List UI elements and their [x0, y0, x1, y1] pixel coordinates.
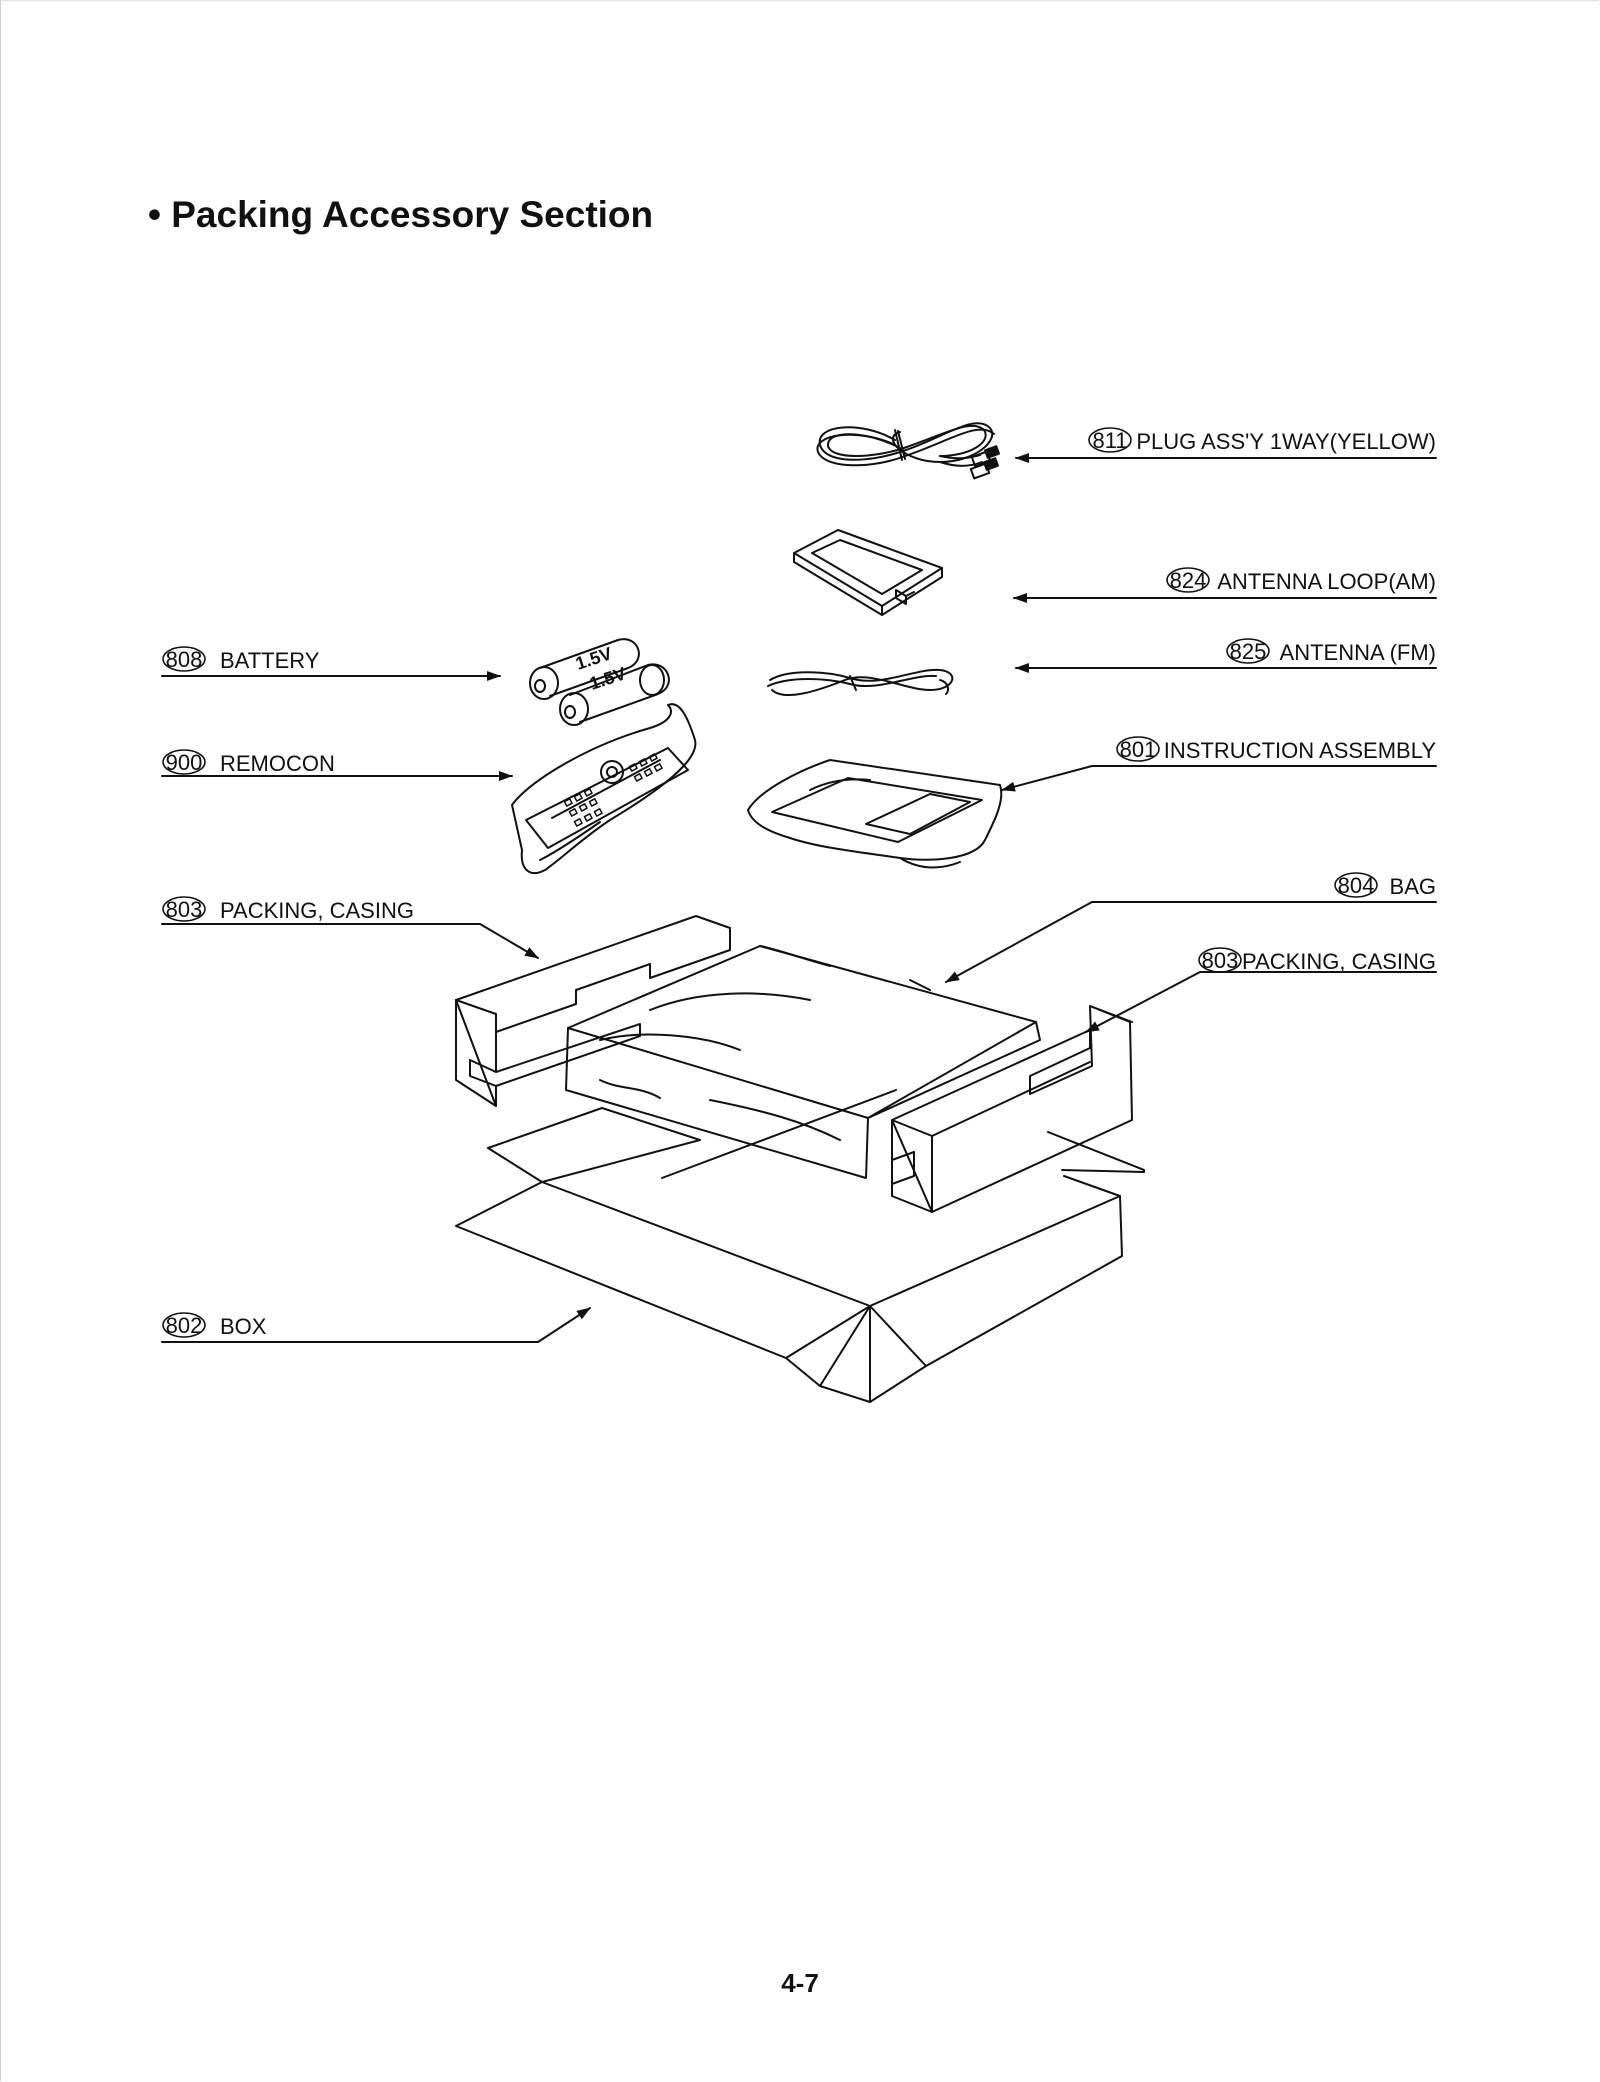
right-packing-casing-illustration — [891, 1005, 1133, 1213]
part-label-803-right: PACKING, CASING — [1242, 949, 1436, 974]
part-label-801: INSTRUCTION ASSEMBLY — [1164, 738, 1437, 763]
remote-control-illustration — [511, 703, 697, 875]
part-label-824: ANTENNA LOOP(AM) — [1217, 569, 1436, 594]
battery-illustration — [529, 638, 670, 726]
part-number-900: 900 — [166, 750, 203, 775]
callout-808: 808 BATTERY — [162, 646, 320, 673]
part-number-808: 808 — [166, 647, 203, 672]
box-illustration — [455, 1089, 1145, 1403]
callout-811: 811 PLUG ASS'Y 1WAY(YELLOW) — [1088, 427, 1436, 454]
part-number-824: 824 — [1170, 568, 1207, 593]
am-loop-antenna-illustration — [793, 529, 943, 616]
callout-803-right: 803 PACKING, CASING — [1198, 947, 1436, 974]
part-number-803-right: 803 — [1202, 948, 1239, 973]
callout-802: 802 BOX — [162, 1312, 267, 1339]
callout-801: 801 INSTRUCTION ASSEMBLY — [1116, 736, 1437, 763]
part-label-802: BOX — [220, 1314, 267, 1339]
part-number-803-left: 803 — [166, 897, 203, 922]
part-number-825: 825 — [1230, 639, 1267, 664]
part-label-803-left: PACKING, CASING — [220, 898, 414, 923]
plug-assy-illustration — [816, 422, 1001, 480]
callout-803-left: 803 PACKING, CASING — [162, 896, 414, 923]
section-title: • Packing Accessory Section — [148, 194, 654, 235]
part-label-900: REMOCON — [220, 751, 335, 776]
left-packing-casing-illustration — [455, 915, 731, 1107]
main-unit-bag-illustration — [565, 945, 1041, 1179]
part-number-811: 811 — [1092, 428, 1127, 453]
callout-824: 824 ANTENNA LOOP(AM) — [1166, 567, 1436, 594]
part-label-825: ANTENNA (FM) — [1280, 640, 1436, 665]
part-label-808: BATTERY — [220, 648, 320, 673]
page-number: 4-7 — [781, 1968, 819, 1998]
callout-804: 804 BAG — [1334, 872, 1436, 899]
instruction-assembly-illustration — [747, 759, 1003, 869]
part-number-804: 804 — [1338, 873, 1375, 898]
part-number-801: 801 — [1120, 737, 1157, 762]
fm-antenna-illustration — [767, 668, 954, 697]
part-label-804: BAG — [1390, 874, 1436, 899]
leader-lines — [161, 453, 1437, 1343]
part-number-802: 802 — [166, 1313, 203, 1338]
callout-900: 900 REMOCON — [162, 749, 335, 776]
part-label-811: PLUG ASS'Y 1WAY(YELLOW) — [1136, 429, 1436, 454]
callout-825: 825 ANTENNA (FM) — [1226, 638, 1436, 665]
